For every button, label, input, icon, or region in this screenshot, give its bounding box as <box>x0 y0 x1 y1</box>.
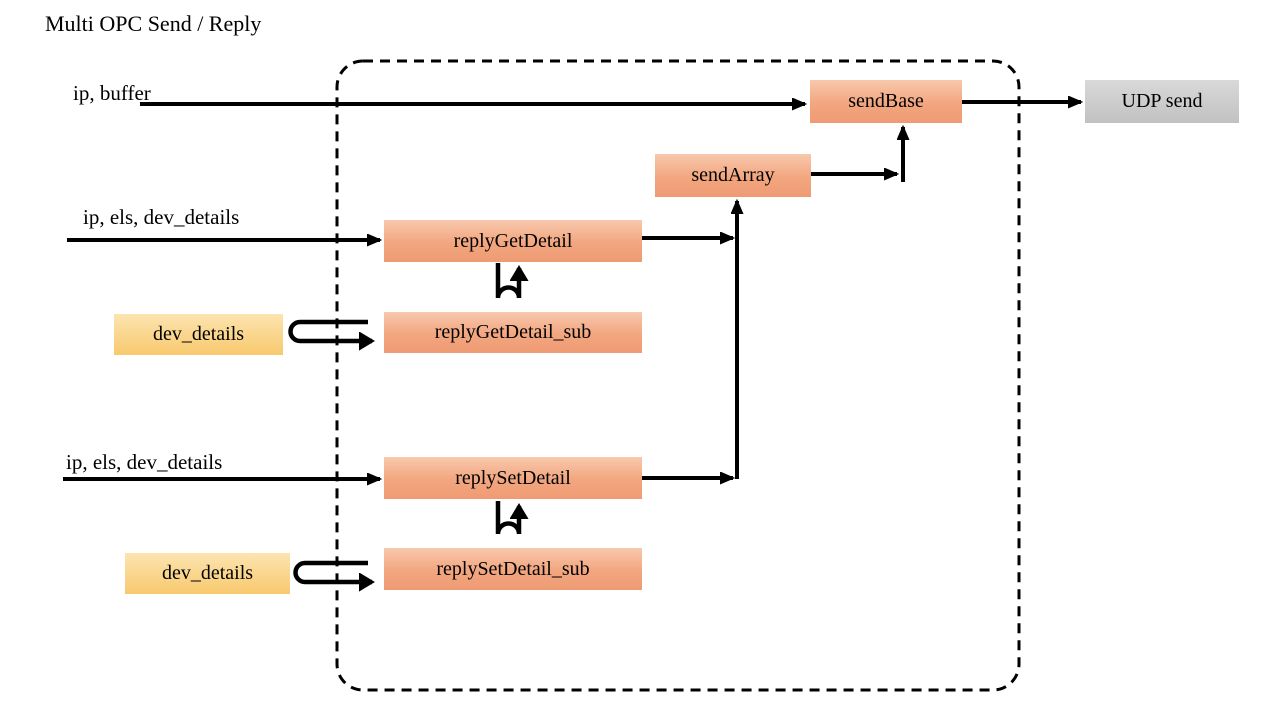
flow-label-ip-els-dev-details-top: ip, els, dev_details <box>83 205 240 229</box>
flow-label-ip-buffer: ip, buffer <box>73 81 151 105</box>
node-sendbase: sendBase <box>810 80 962 123</box>
flow-label-ip-els-dev-details-bottom: ip, els, dev_details <box>66 450 223 474</box>
module-boundary-dashed-box <box>335 59 1021 692</box>
node-replygetdetail-label: replyGetDetail <box>453 229 573 252</box>
node-replysetdetail-sub: replySetDetail_sub <box>384 548 642 590</box>
node-replysetdetail-sub-label: replySetDetail_sub <box>436 557 590 580</box>
loop-arrow-dev-details-to-replygetdetail-sub <box>288 319 373 341</box>
node-dev-details-set-label: dev_details <box>161 562 254 584</box>
node-udp-send: UDP send <box>1085 80 1239 123</box>
node-replygetdetail-sub: replyGetDetail_sub <box>384 312 642 353</box>
node-replysetdetail: replySetDetail <box>384 457 642 499</box>
node-sendarray-label: sendArray <box>691 164 775 186</box>
node-replysetdetail-label: replySetDetail <box>455 466 571 489</box>
node-sendbase-label: sendBase <box>848 90 924 112</box>
node-replygetdetail: replyGetDetail <box>384 220 642 262</box>
node-dev-details-set: dev_details <box>125 553 290 594</box>
node-dev-details-get: dev_details <box>114 314 283 355</box>
loop-arrow-replysetdetail-sub-to-replysetdetail <box>495 501 519 535</box>
node-dev-details-get-label: dev_details <box>152 323 245 345</box>
diagram-title: Multi OPC Send / Reply <box>45 11 262 36</box>
loop-arrow-dev-details-to-replysetdetail-sub <box>293 560 373 582</box>
node-sendarray: sendArray <box>655 154 811 197</box>
node-replygetdetail-sub-label: replyGetDetail_sub <box>434 321 592 343</box>
loop-arrow-replygetdetail-sub-to-replygetdetail <box>495 263 519 299</box>
node-udp-send-label: UDP send <box>1121 90 1203 112</box>
